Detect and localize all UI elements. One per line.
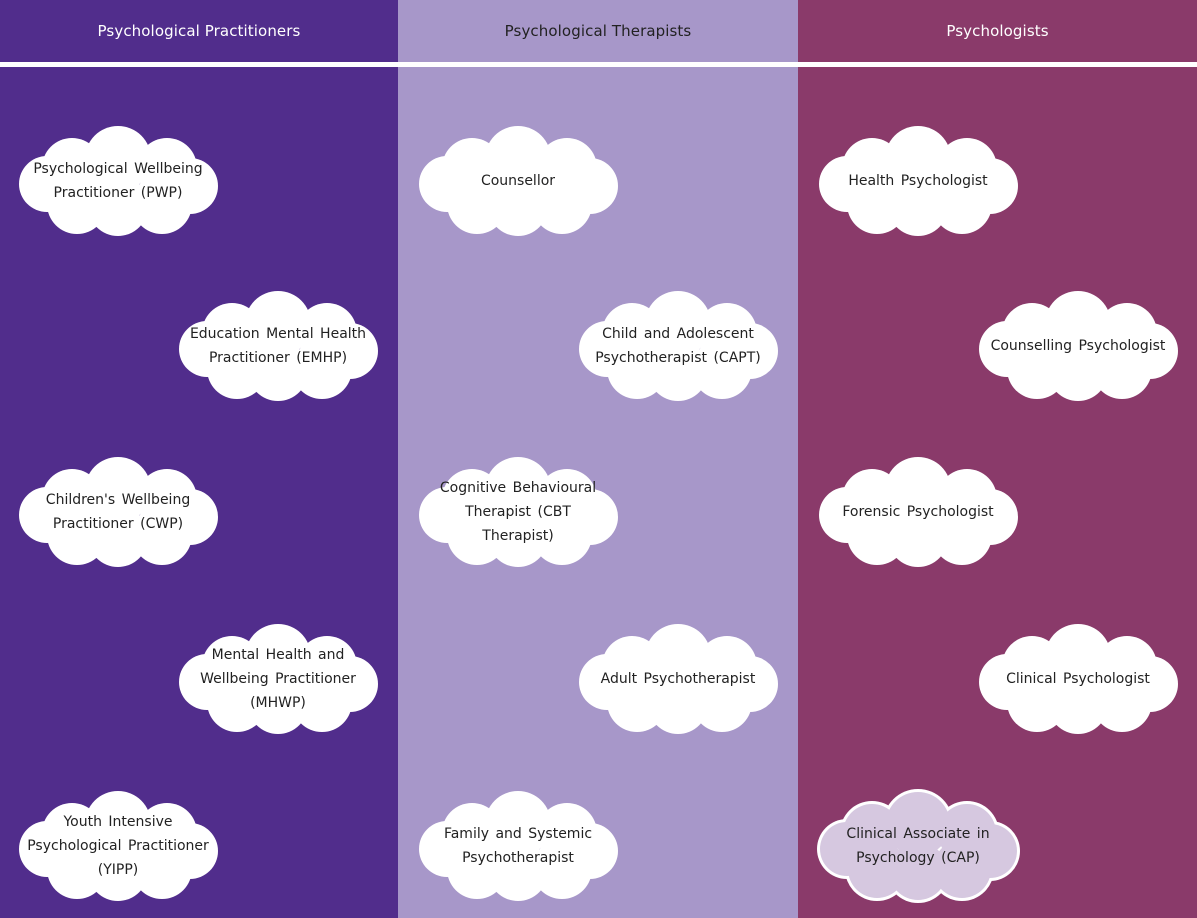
cloud-counselling-psychologist: Counselling Psychologist <box>977 291 1179 401</box>
column-psychologists: Psychologists Health Psychologist Counse… <box>798 0 1197 918</box>
cloud-label: Family and Systemic Psychotherapist <box>443 826 593 866</box>
cloud-shape-icon <box>19 791 218 901</box>
cloud-emhp: Education Mental Health Practitioner (EM… <box>177 291 379 401</box>
cloud-label: Children's Wellbeing Practitioner (CWP) <box>45 492 191 532</box>
cloud-adult-psychotherapist: Adult Psychotherapist <box>577 624 779 734</box>
cloud-cap: Clinical Associate in Psychology (CAP) <box>817 789 1020 903</box>
cloud-cbt-therapist: Cognitive Behavioural Therapist (CBT The… <box>417 457 619 567</box>
cloud-pwp: Psychological Wellbeing Practitioner (PW… <box>17 126 219 236</box>
cloud-label: Clinical Associate in Psychology (CAP) <box>846 826 990 866</box>
cloud-label: Mental Health and Wellbeing Practitioner… <box>200 647 356 711</box>
cloud-label: Cognitive Behavioural Therapist (CBT The… <box>439 480 597 544</box>
cloud-shape-icon <box>419 457 618 567</box>
cloud-clinical-psychologist: Clinical Psychologist <box>977 624 1179 734</box>
cloud-health-psychologist: Health Psychologist <box>817 126 1019 236</box>
cloud-label: Youth Intensive Psychological Practition… <box>27 814 209 878</box>
column-header: Psychological Therapists <box>504 22 692 40</box>
cloud-shape-icon <box>979 624 1178 734</box>
cloud-cwp: Children's Wellbeing Practitioner (CWP) <box>17 457 219 567</box>
cloud-shape-icon <box>419 791 618 901</box>
column-psychological-therapists: Psychological Therapists Counsellor Chil… <box>398 0 798 918</box>
cloud-yipp: Youth Intensive Psychological Practition… <box>17 791 219 901</box>
cloud-label: Counselling Psychologist <box>990 338 1166 354</box>
cloud-counsellor: Counsellor <box>417 126 619 236</box>
cloud-shape-icon <box>419 126 618 236</box>
cloud-shape-icon <box>979 291 1178 401</box>
cloud-shape-icon <box>817 789 1020 903</box>
cloud-shape-icon <box>179 624 378 734</box>
cloud-label: Health Psychologist <box>848 173 988 189</box>
cloud-forensic-psychologist: Forensic Psychologist <box>817 457 1019 567</box>
cloud-label: Education Mental Health Practitioner (EM… <box>189 326 367 366</box>
cloud-mhwp: Mental Health and Wellbeing Practitioner… <box>177 624 379 734</box>
cloud-shape-icon <box>579 291 778 401</box>
header-divider <box>0 62 1197 67</box>
cloud-label: Counsellor <box>480 173 556 189</box>
cloud-label: Psychological Wellbeing Practitioner (PW… <box>33 161 203 201</box>
cloud-label: Clinical Psychologist <box>1006 671 1150 687</box>
cloud-shape-icon <box>819 457 1018 567</box>
cloud-label: Forensic Psychologist <box>842 504 994 520</box>
column-header: Psychological Practitioners <box>97 22 301 40</box>
cloud-label: Child and Adolescent Psychotherapist (CA… <box>595 326 761 366</box>
cloud-shape-icon <box>19 457 218 567</box>
cloud-label: Adult Psychotherapist <box>600 671 756 687</box>
cloud-shape-icon <box>819 126 1018 236</box>
column-header: Psychologists <box>946 22 1049 40</box>
cloud-family-systemic-psychotherapist: Family and Systemic Psychotherapist <box>417 791 619 901</box>
cloud-shape-icon <box>579 624 778 734</box>
column-psychological-practitioners: Psychological Practitioners Psychologica… <box>0 0 398 918</box>
cloud-capt: Child and Adolescent Psychotherapist (CA… <box>577 291 779 401</box>
cloud-shape-icon <box>19 126 218 236</box>
cloud-shape-icon <box>179 291 378 401</box>
